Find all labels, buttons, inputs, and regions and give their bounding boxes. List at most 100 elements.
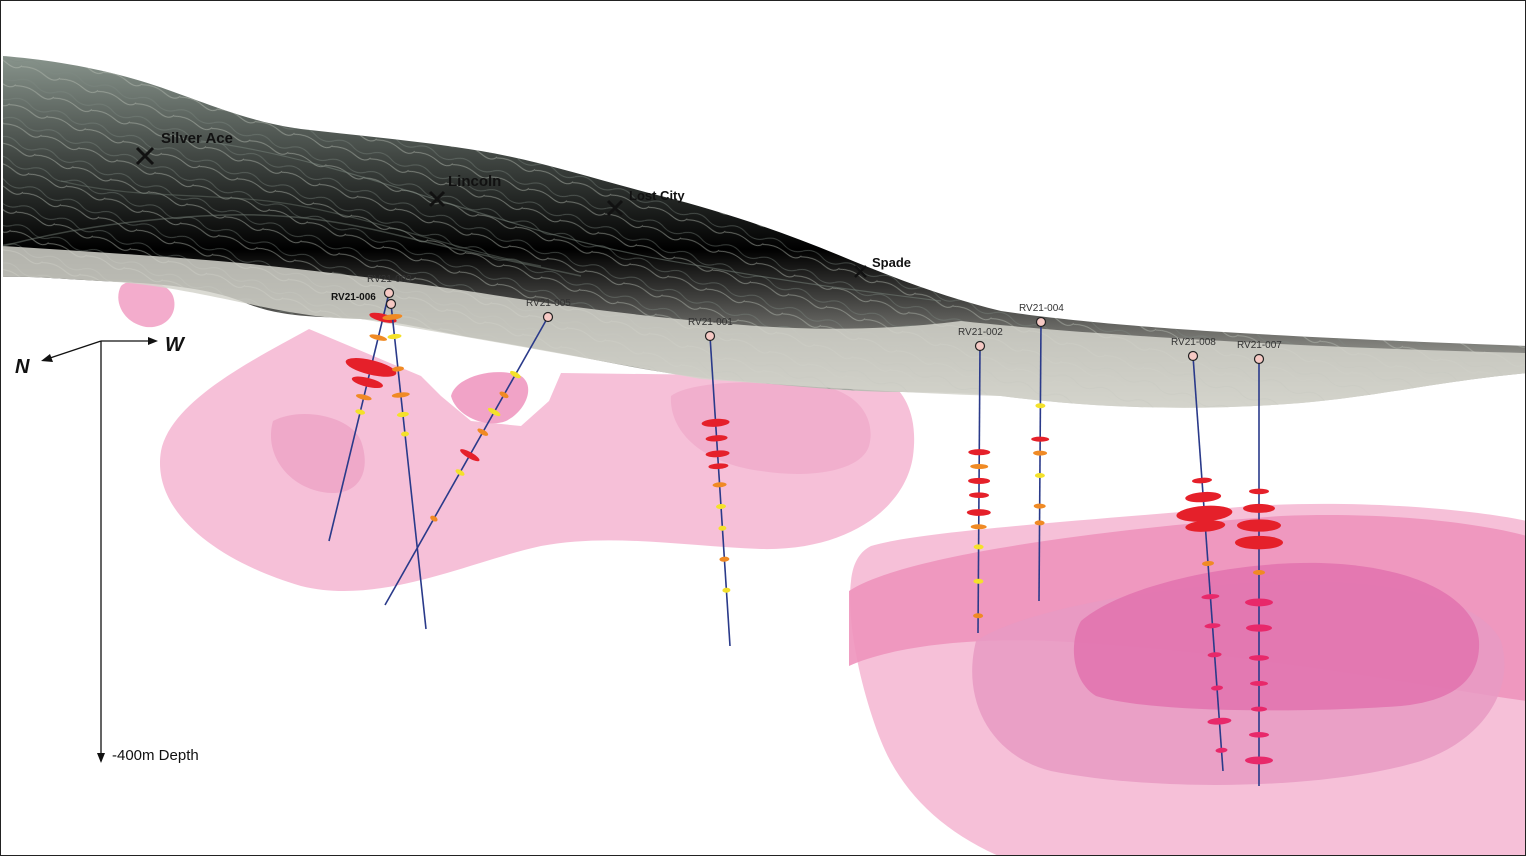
assay-interval bbox=[382, 314, 403, 320]
assay-interval bbox=[1253, 570, 1265, 575]
inner-shell-left bbox=[270, 413, 365, 494]
assay-interval bbox=[970, 463, 989, 470]
collar-icon bbox=[383, 287, 395, 299]
drillhole-label: RV21-004 bbox=[1019, 303, 1064, 314]
assay-interval bbox=[1249, 732, 1269, 738]
assay-interval bbox=[1031, 436, 1050, 442]
assay-interval bbox=[1185, 520, 1226, 532]
drill-trace bbox=[328, 292, 390, 542]
drill-trace bbox=[384, 316, 549, 606]
assay-interval bbox=[1211, 685, 1223, 691]
assay-interval bbox=[719, 556, 730, 562]
assay-interval bbox=[1176, 505, 1233, 522]
assay-interval bbox=[973, 544, 984, 550]
west-arrow-icon bbox=[148, 337, 158, 345]
assay-interval bbox=[392, 366, 404, 372]
core-shell-right bbox=[1073, 562, 1480, 711]
drillhole-label: RV21-001 bbox=[688, 317, 733, 328]
drillhole-3: RV21-005 bbox=[384, 298, 571, 606]
x-marker-icon bbox=[854, 265, 867, 278]
orientation-compass: W N -400m Depth bbox=[15, 334, 199, 764]
assay-interval bbox=[1237, 519, 1281, 532]
drillhole-label: RV21-003 bbox=[367, 274, 412, 285]
site-markers: Silver Ace Lincoln Lost City Spade bbox=[135, 130, 911, 278]
north-arrow-icon bbox=[41, 354, 53, 362]
depth-label: -400m Depth bbox=[112, 747, 199, 764]
assay-interval bbox=[1033, 503, 1046, 509]
assay-interval bbox=[1033, 450, 1048, 456]
drillhole-label: RV21-007 bbox=[1237, 340, 1282, 351]
assay-interval bbox=[705, 435, 728, 442]
assay-interval bbox=[355, 409, 366, 415]
assay-interval bbox=[1245, 598, 1273, 607]
site-silver-ace: Silver Ace bbox=[135, 130, 233, 166]
site-label-silver-ace: Silver Ace bbox=[161, 130, 233, 147]
assay-interval bbox=[1246, 624, 1272, 632]
collar-icon bbox=[1035, 316, 1047, 328]
drill-trace bbox=[977, 345, 981, 634]
assay-interval bbox=[396, 411, 409, 418]
assay-interval bbox=[1034, 520, 1045, 526]
assay-interval bbox=[1207, 652, 1222, 658]
x-marker-icon bbox=[606, 199, 624, 217]
assay-interval bbox=[401, 431, 409, 437]
drillhole-7: RV21-008 bbox=[1171, 337, 1233, 772]
assay-interval bbox=[391, 392, 410, 398]
drillhole-label: RV21-008 bbox=[1171, 337, 1216, 348]
assay-interval bbox=[1185, 491, 1222, 503]
assay-interval bbox=[430, 515, 438, 522]
assay-interval bbox=[369, 334, 387, 341]
assay-interval bbox=[966, 509, 991, 516]
assay-interval bbox=[510, 370, 521, 379]
assay-interval bbox=[701, 418, 730, 427]
collar-icon bbox=[385, 298, 397, 310]
drill-trace bbox=[709, 335, 731, 647]
assay-interval bbox=[970, 524, 987, 530]
drillhole-label: RV21-006 bbox=[331, 292, 376, 303]
north-axis-line bbox=[46, 340, 102, 360]
site-spade: Spade bbox=[854, 255, 911, 278]
shell-fragment-nw bbox=[118, 280, 175, 328]
collar-icon bbox=[1253, 353, 1265, 365]
assay-interval bbox=[1235, 535, 1283, 550]
terrain-lower-slope bbox=[3, 246, 1525, 408]
x-marker-icon bbox=[428, 190, 446, 208]
assay-interval bbox=[1035, 403, 1046, 409]
assay-interval bbox=[345, 358, 397, 377]
assay-interval bbox=[1243, 503, 1275, 513]
site-label-lost-city: Lost City bbox=[629, 188, 685, 203]
assay-interval bbox=[716, 503, 726, 510]
site-lost-city: Lost City bbox=[606, 188, 685, 217]
depth-arrow-icon bbox=[97, 753, 105, 763]
assay-interval bbox=[708, 463, 729, 470]
assay-interval bbox=[968, 477, 991, 484]
collar-icon bbox=[542, 311, 554, 323]
drill-trace bbox=[390, 303, 427, 630]
assay-interval bbox=[460, 449, 480, 462]
site-label-lincoln: Lincoln bbox=[448, 173, 501, 190]
assay-interval bbox=[356, 394, 372, 401]
grade-shell-right bbox=[849, 503, 1525, 855]
assay-interval bbox=[718, 525, 727, 531]
compass-north-label: N bbox=[15, 356, 30, 378]
assay-interval bbox=[968, 449, 991, 456]
assay-interval bbox=[1250, 680, 1268, 687]
assay-interval bbox=[387, 333, 402, 340]
collar-icon bbox=[974, 340, 986, 352]
assay-interval bbox=[1249, 655, 1269, 661]
assay-interval bbox=[1202, 560, 1214, 567]
assay-interval bbox=[1249, 488, 1269, 495]
drillhole-8: RV21-007 bbox=[1235, 340, 1283, 786]
assay-interval bbox=[1207, 717, 1232, 725]
assay-interval bbox=[1192, 477, 1212, 484]
assay-interval bbox=[973, 578, 984, 584]
drillhole-5: RV21-002 bbox=[958, 327, 1003, 634]
compass-west-label: W bbox=[165, 334, 186, 356]
assay-interval bbox=[499, 391, 509, 399]
assay-interval bbox=[705, 450, 730, 458]
drillhole-label: RV21-002 bbox=[958, 327, 1003, 338]
assay-interval bbox=[969, 492, 989, 499]
collar-icon bbox=[704, 330, 716, 342]
drillhole-2: RV21-006 bbox=[331, 292, 427, 630]
